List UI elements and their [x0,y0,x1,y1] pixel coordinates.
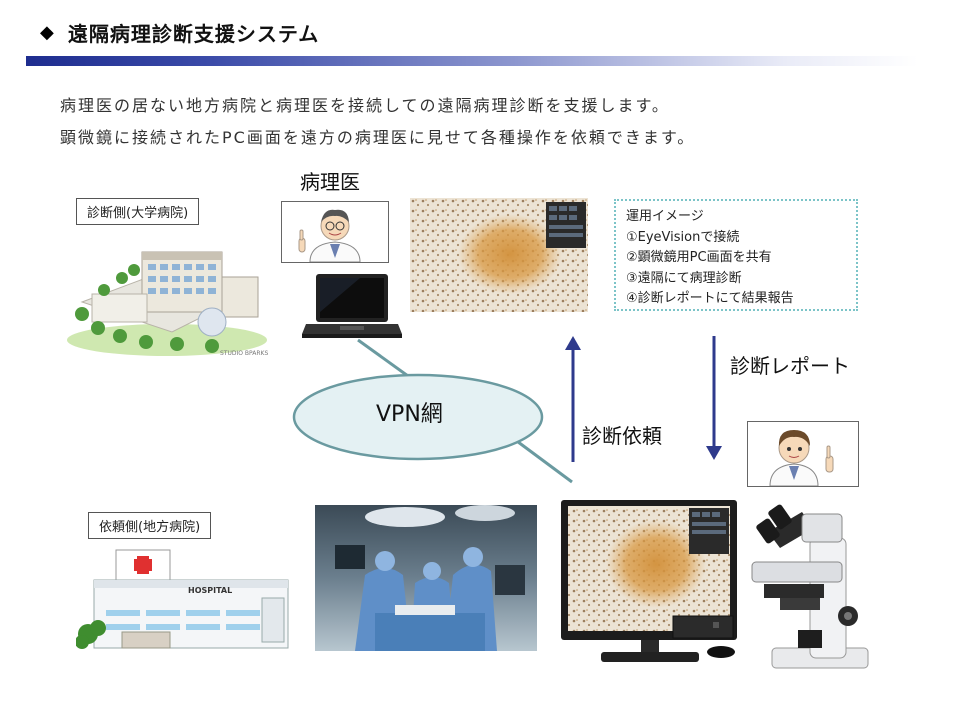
local-side-label: 依頼側(地方病院) [88,512,212,539]
laptop-icon [302,274,402,338]
doctor-panel-top [281,201,389,263]
monitor-icon [561,500,737,662]
title-underline-bar [26,56,918,66]
intro-line-1: 病理医の居ない地方病院と病理医を接続しての遠隔病理診断を支援します。 [60,96,670,115]
microscope-icon [751,504,869,669]
diamond-icon: ◆ [40,22,54,43]
arrow-down-icon [706,446,722,460]
hospital-sign: HOSPITAL [188,586,233,595]
diagnosis-report-label: 診断レポート [730,354,850,378]
arrow-up-icon [565,336,581,350]
operating-room-photo [315,505,537,651]
university-side-label: 診断側(大学病院) [76,198,200,225]
page-title: 遠隔病理診断支援システム [67,22,320,46]
building-caption: STUDIO BPARKS [220,350,269,357]
doctor-panel-bottom [747,421,859,487]
university-hospital-icon [67,251,267,356]
doctor-icon [298,209,361,263]
page-header: ◆ 遠隔病理診断支援システム [40,18,319,47]
pathology-screen-top [410,198,588,312]
pathologist-label: 病理医 [300,170,360,194]
operation-note-item: ③遠隔にて病理診断 [626,270,742,286]
doctor-icon [769,430,834,487]
diagnosis-request-label: 診断依頼 [582,424,662,448]
operation-notes-box: 運用イメージ ①EyeVisionで接続 ②顕微鏡用PC画面を共有 ③遠隔にて病… [614,199,858,311]
operation-note-item: ①EyeVisionで接続 [626,229,740,245]
vpn-network-label: VPN網 [376,402,443,427]
flow-arrows [565,336,722,462]
operation-notes-title: 運用イメージ [626,209,704,224]
operation-note-item: ②顕微鏡用PC画面を共有 [626,250,772,265]
vpn-network-ellipse [292,373,544,461]
local-hospital-icon [76,549,289,649]
operation-note-item: ④診断レポートにて結果報告 [626,291,794,306]
intro-line-2: 顕微鏡に接続されたPC画面を遠方の病理医に見せて各種操作を依頼できます。 [60,128,696,147]
